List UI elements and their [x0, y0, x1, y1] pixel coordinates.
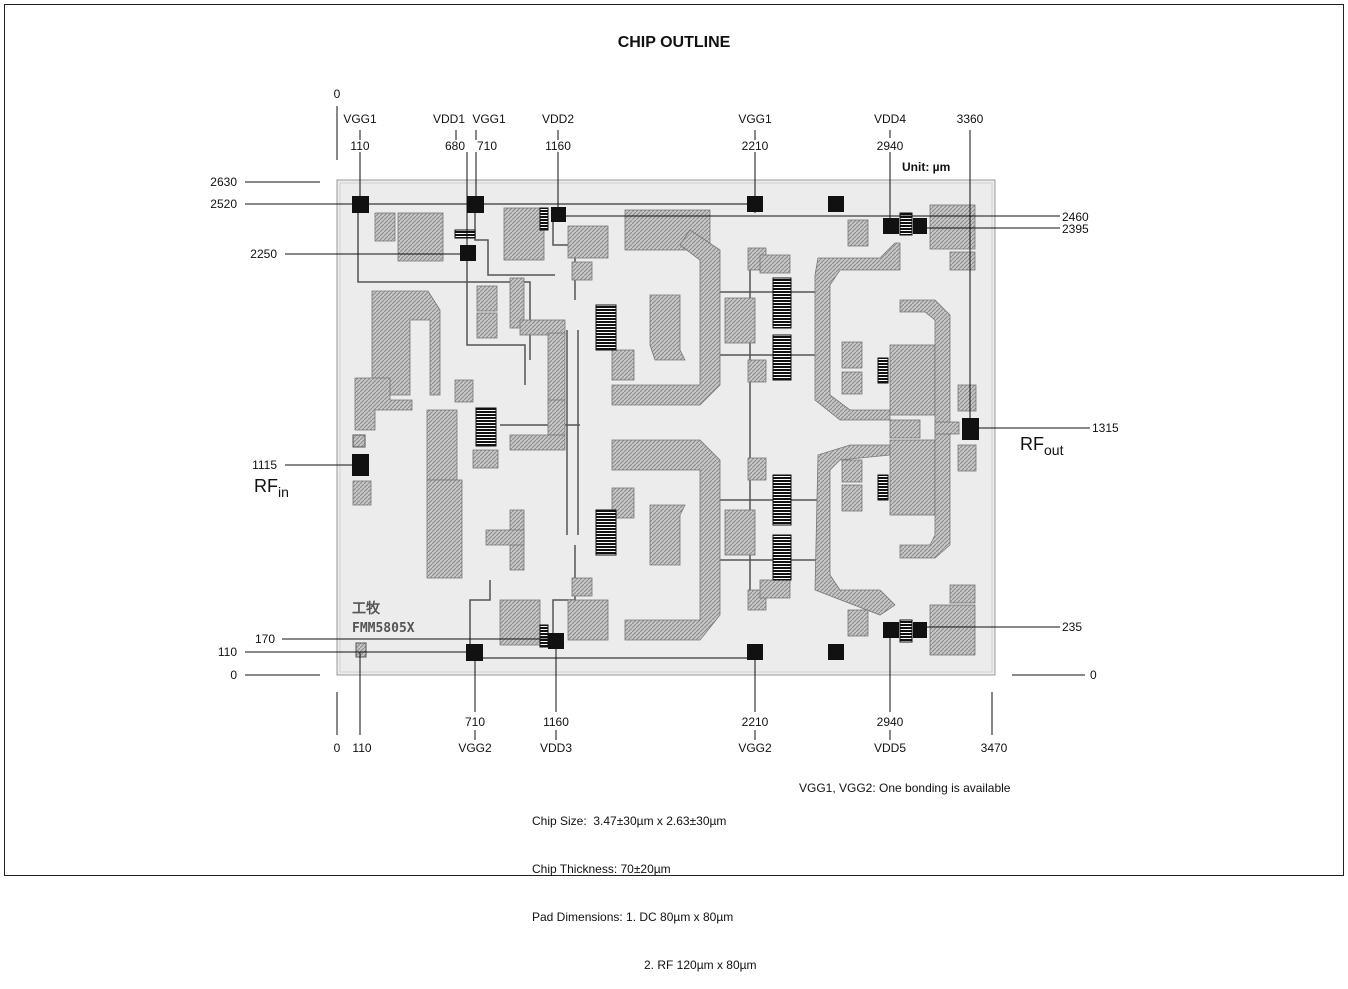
chip-marking-logo: 工牧 [352, 600, 381, 616]
note-pad-dim-2: 2. RF 120µm x 80µm [644, 958, 757, 972]
right-coord: 1315 [1092, 421, 1119, 435]
top-pad-coord: 3360 [957, 112, 984, 126]
top-labels: 0 VGG1 110 VDD1 680 VGG1 710 VDD2 1160 V… [334, 87, 984, 153]
left-coord: 1115 [252, 458, 277, 472]
pad-vdd3 [548, 633, 564, 649]
left-coord: 110 [218, 645, 237, 659]
left-coord: 2520 [210, 197, 237, 211]
pad-vgg2-710 [466, 644, 483, 661]
note-pad-dim-1: Pad Dimensions: 1. DC 80µm x 80µm [532, 910, 734, 924]
bottom-coord: 2210 [742, 715, 769, 729]
pad-vgg1-110 [352, 196, 369, 213]
bottom-coord: 710 [465, 715, 485, 729]
top-pad-name: VDD1 [433, 112, 465, 126]
top-pad-coord: 710 [477, 139, 497, 153]
top-pad-name: VGG1 [738, 112, 772, 126]
bottom-coord: 2940 [877, 715, 904, 729]
bottom-pad-name: VGG2 [738, 741, 772, 755]
top-pad-name: VDD2 [542, 112, 574, 126]
bottom-coord: 1160 [543, 715, 569, 729]
bonding-pads [352, 196, 979, 661]
pad-vdd2 [551, 207, 566, 222]
note-thickness: Chip Thickness: 70±20µm [532, 862, 671, 876]
left-coord: 170 [255, 632, 275, 646]
pad-vdd1 [460, 245, 476, 261]
left-coord: 2630 [210, 175, 237, 189]
chip-marking-part: FMM5805X [352, 621, 415, 636]
left-coord: 0 [230, 668, 237, 682]
top-pad-coord: 2940 [877, 139, 904, 153]
spec-notes: Chip Size: 3.47±30µm x 2.63±30µm Chip Th… [532, 781, 757, 989]
pad-vgg2-2210 [747, 644, 763, 660]
rf-out-label: RFout [1020, 434, 1064, 458]
unit-label: Unit: µm [902, 160, 950, 174]
transistor-arrays [454, 207, 913, 648]
top-pad-coord: 680 [445, 139, 465, 153]
left-labels: 2630 2520 2250 1115 170 110 0 [210, 175, 277, 682]
bottom-labels: 0 110 710 VGG2 1160 VDD3 2210 VGG2 2940 … [334, 715, 1008, 755]
bottom-coord: 110 [352, 741, 371, 755]
right-coord: 2460 [1062, 210, 1089, 224]
dimension-lines [245, 106, 1090, 740]
top-pad-name: VGG1 [472, 112, 506, 126]
pad-vdd4 [883, 218, 899, 234]
left-coord: 2250 [250, 247, 277, 261]
figure-title: CHIP OUTLINE [617, 34, 731, 51]
right-labels: 2460 2395 1315 235 0 [1062, 210, 1119, 682]
right-coord: 2395 [1062, 222, 1089, 236]
top-pad-name: VDD4 [874, 112, 906, 126]
note-chip-size: Chip Size: 3.47±30µm x 2.63±30µm [532, 814, 727, 828]
pad-vgg1-710 [467, 196, 484, 213]
bottom-coord: 0 [334, 741, 341, 755]
chip-outline-diagram: 工牧 FMM5805X [210, 87, 1119, 755]
top-pad-coord: 1160 [545, 139, 571, 153]
pad-rf-out [962, 418, 979, 440]
note-bonding: VGG1, VGG2: One bonding is available [799, 781, 1011, 795]
pad-rf-in [352, 454, 369, 476]
bottom-pad-name: VDD5 [874, 741, 906, 755]
right-coord: 235 [1062, 620, 1082, 634]
top-pad-coord: 110 [350, 139, 369, 153]
bottom-coord: 3470 [981, 741, 1008, 755]
right-coord: 0 [1090, 668, 1097, 682]
top-pad-coord: 2210 [742, 139, 769, 153]
top-pad-name: VGG1 [343, 112, 377, 126]
pad-vdd5 [883, 622, 899, 638]
figure-frame [4, 4, 1344, 876]
rf-in-label: RFin [254, 476, 289, 500]
top-zero: 0 [334, 87, 341, 101]
bottom-pad-name: VDD3 [540, 741, 572, 755]
bottom-pad-name: VGG2 [458, 741, 492, 755]
circuit-structures [352, 204, 977, 656]
